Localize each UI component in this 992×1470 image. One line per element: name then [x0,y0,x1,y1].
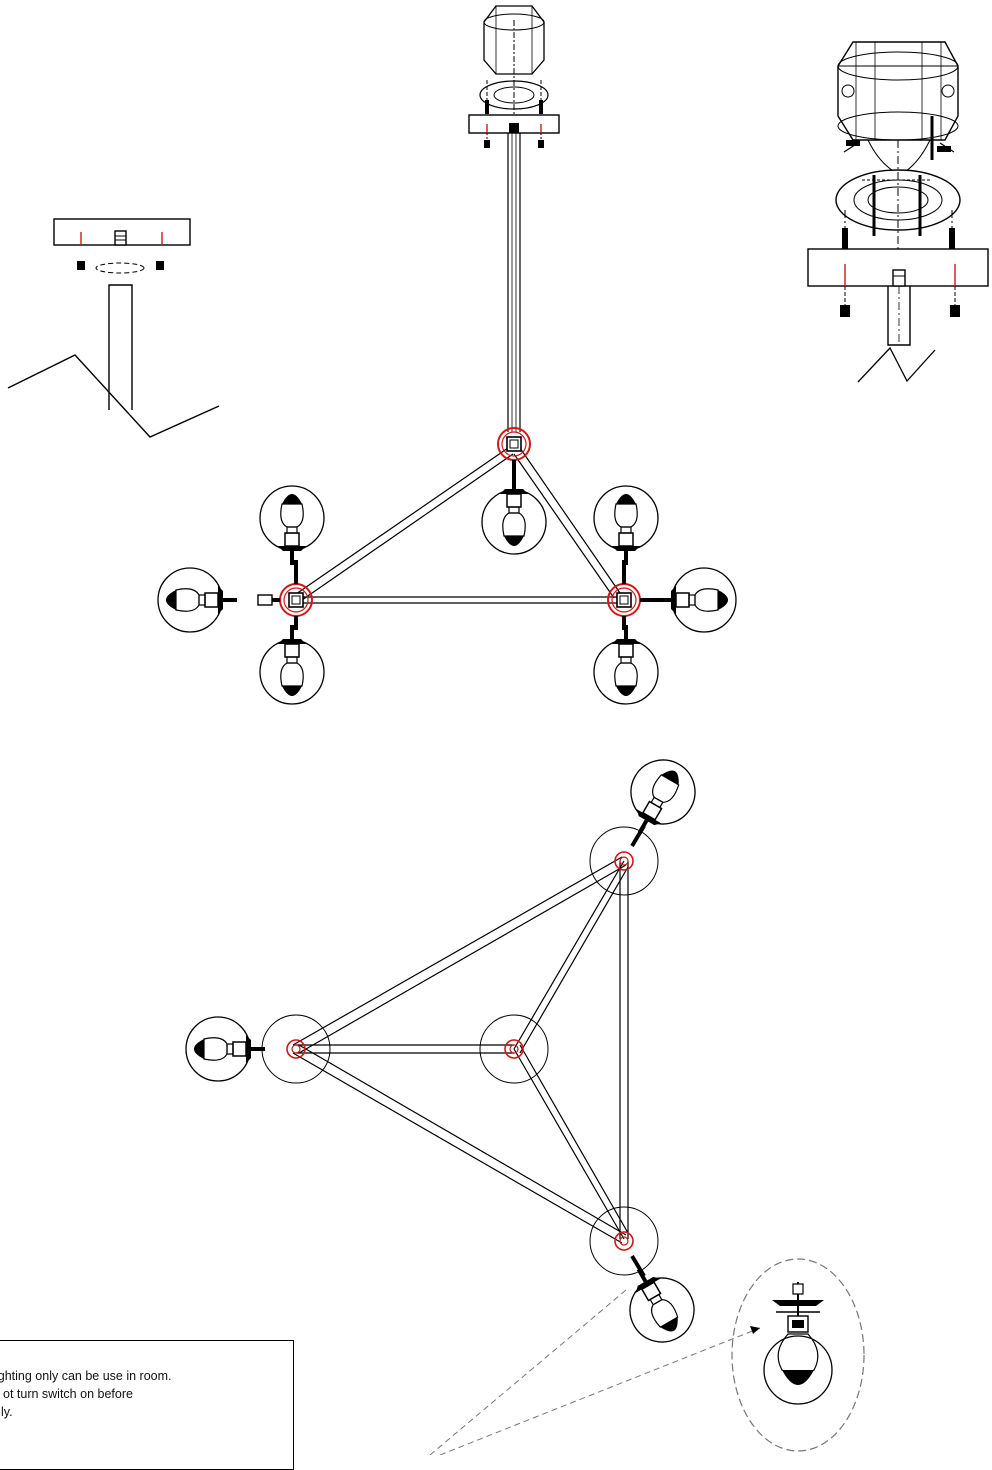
screw-right [156,261,164,270]
down-rod [507,133,521,432]
frame-arms [295,447,624,604]
rotate-arrow [95,262,145,274]
canopy-mounting-detail [7,218,220,438]
chandelier-side-elevation [158,5,736,704]
plan-globe-top [612,748,707,848]
hub-right [607,583,641,617]
globe-right-lower [594,625,658,704]
globe-right-upper [594,486,658,565]
plan-globe-left [186,1017,265,1081]
warning-note: ighting only can be use in room. ot turn… [0,1340,294,1470]
plan-hub-left [261,1014,331,1084]
screw-left [77,261,85,270]
hub-top-center [497,427,531,461]
plan-globe-bottom [611,1253,706,1353]
note-line-3: ly. [1,1405,13,1419]
globe-left-side [158,568,237,632]
hub-left [279,583,313,617]
globe-left-lower [260,625,324,704]
top-junction-box [479,5,549,115]
chandelier-plan-view [186,748,707,1353]
note-line-2: ot turn switch on before [3,1387,133,1401]
note-line-1: ighting only can be use in room. [0,1369,172,1383]
globe-right-side [657,568,736,632]
globe-left-upper [260,486,324,565]
callout-ellipse [731,1258,865,1452]
junction-box-exploded-view [807,41,989,383]
plan-hub-bottom [589,1206,659,1276]
bulb-detail-callout [429,1258,865,1455]
plan-frame [292,856,629,1244]
